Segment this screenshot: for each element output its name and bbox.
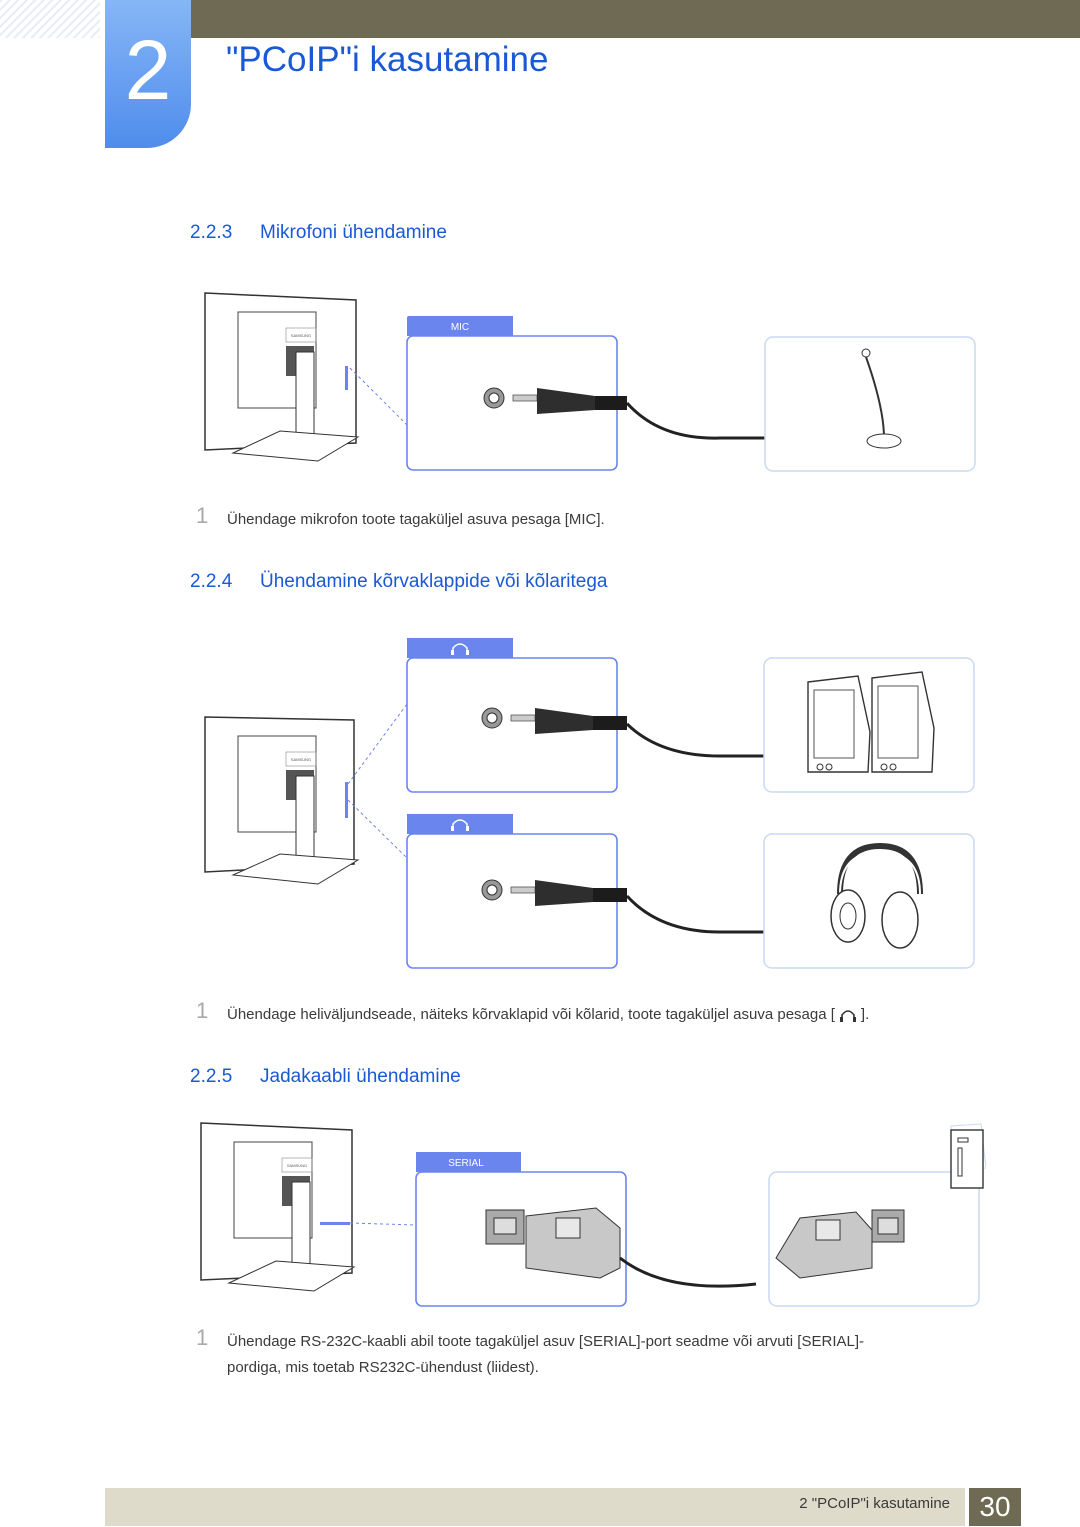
step-text: Ühendage heliväljundseade, näiteks kõrva… — [227, 1002, 869, 1028]
monitor-back-illustration: SAMSUNG — [200, 1122, 356, 1292]
header-hatch — [0, 0, 100, 38]
mic-connection-figure: SAMSUNG MIC — [204, 292, 976, 472]
chapter-number-tab — [105, 0, 191, 148]
step-number: 1 — [196, 998, 209, 1023]
serial-connector-illustration — [485, 1207, 757, 1288]
svg-text:SAMSUNG: SAMSUNG — [287, 1163, 307, 1168]
headphone-port-icon — [451, 819, 469, 831]
step-text-before: Ühendage heliväljundseade, näiteks kõrva… — [227, 1006, 835, 1023]
step-number: 1 — [196, 503, 209, 528]
footer-bar — [105, 1488, 965, 1526]
step-text-line-2: pordiga, mis toetab RS232C-ühendust (lii… — [227, 1359, 539, 1376]
audio-jack-illustration — [483, 387, 881, 440]
section-heading-serial: 2.2.5 Jadakaabli ühendamine — [190, 1066, 461, 1088]
chapter-number: 2 — [124, 23, 172, 117]
port-label-serial: SERIAL — [448, 1158, 484, 1169]
section-title: Ühendamine kõrvaklappide või kõlaritega — [260, 571, 608, 592]
section-number: 2.2.3 — [190, 222, 233, 243]
step-text: Ühendage mikrofon toote tagaküljel asuva… — [227, 511, 605, 528]
serial-connector-illustration — [775, 1209, 905, 1279]
monitor-brand: SAMSUNG — [291, 333, 311, 338]
headphone-icon — [839, 1010, 856, 1022]
header-bar — [190, 0, 1080, 38]
step-text-after: ]. — [860, 1006, 870, 1023]
port-label-mic: MIC — [451, 322, 469, 333]
step-text-line-1: Ühendage RS-232C-kaabli abil toote tagak… — [227, 1333, 864, 1350]
section-title: Jadakaabli ühendamine — [260, 1066, 461, 1087]
section-number: 2.2.5 — [190, 1066, 233, 1087]
audio-out-connection-figure: SAMSUNG — [204, 638, 975, 969]
page-number: 30 — [969, 1488, 1021, 1526]
monitor-back-illustration: SAMSUNG — [204, 292, 360, 462]
serial-connection-figure: SAMSUNG SERIAL — [200, 1122, 986, 1307]
microphone-illustration — [861, 348, 902, 449]
headphones-illustration — [830, 842, 923, 949]
footer-chapter-title: 2 "PCoIP"i kasutamine — [799, 1495, 950, 1512]
audio-jack-illustration — [481, 707, 820, 758]
headphone-port-icon — [451, 643, 469, 655]
section-number: 2.2.4 — [190, 571, 233, 592]
svg-text:SAMSUNG: SAMSUNG — [291, 757, 311, 762]
pc-tower-illustration — [950, 1123, 986, 1189]
section-heading-mic: 2.2.3 Mikrofoni ühendamine — [190, 222, 447, 244]
section-heading-headphones: 2.2.4 Ühendamine kõrvaklappide või kõlari… — [190, 571, 607, 593]
section-title: Mikrofoni ühendamine — [260, 222, 447, 243]
speakers-illustration — [807, 671, 935, 773]
monitor-back-illustration: SAMSUNG — [204, 716, 360, 885]
chapter-title: "PCoIP"i kasutamine — [226, 40, 549, 79]
step-number: 1 — [196, 1325, 209, 1350]
